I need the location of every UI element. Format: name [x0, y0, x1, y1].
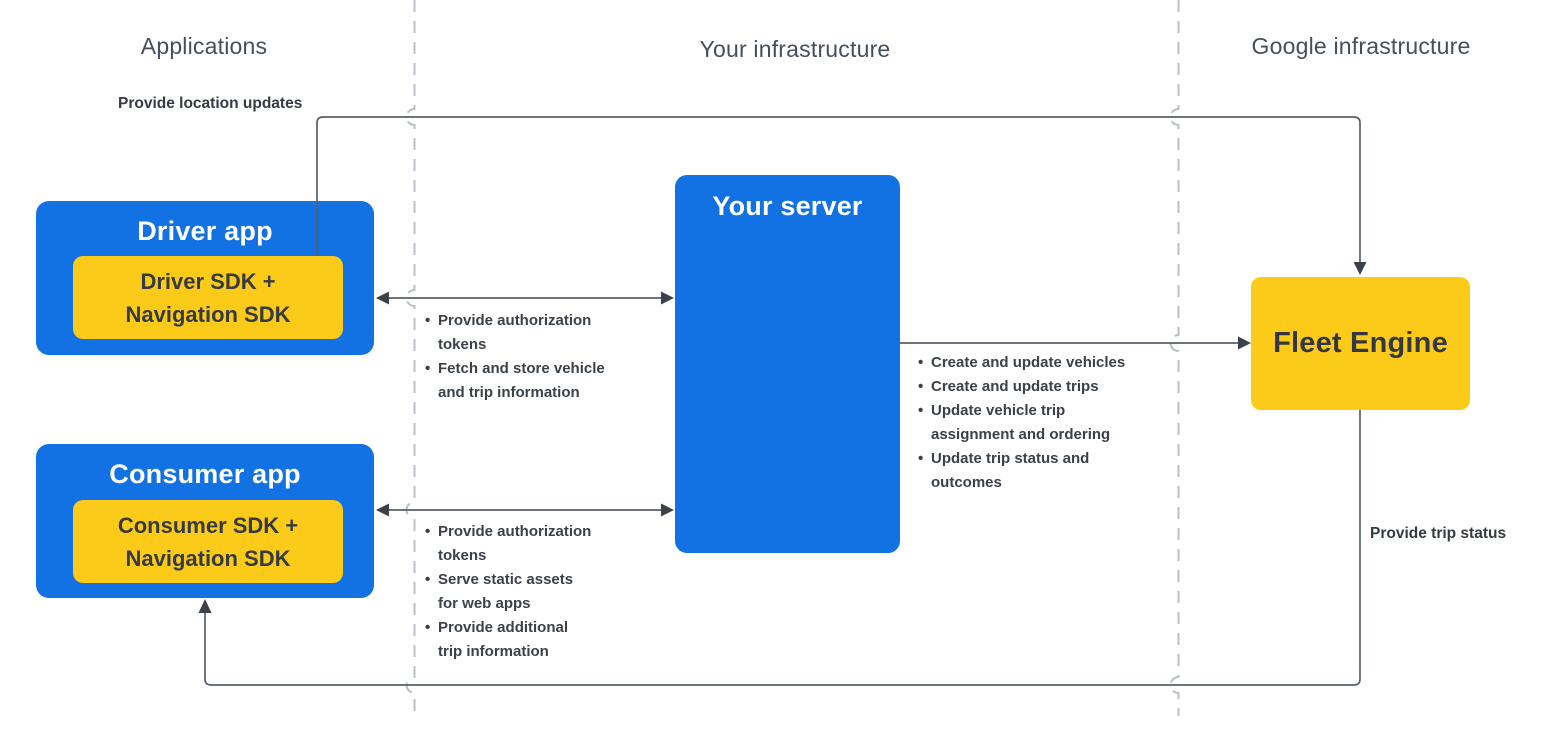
list-item: • Update trip status and outcomes: [918, 447, 1180, 495]
list-item: • Provide authorization tokens: [425, 309, 661, 357]
list-item: • Create and update trips: [918, 375, 1180, 399]
connector-consumer-server: [376, 503, 674, 517]
bullet-glyph: •: [918, 402, 924, 419]
bullet-glyph: •: [918, 378, 924, 395]
connector-server-fleet: [900, 336, 1251, 350]
fleet-engine-node: Fleet Engine: [1251, 277, 1470, 410]
server-fleet-notes: • Create and update vehicles • Create and u…: [918, 351, 1180, 495]
fleet-engine-title: Fleet Engine: [1273, 327, 1448, 359]
column-header-your-infrastructure: Your infrastructure: [699, 36, 891, 62]
bullet-glyph: •: [425, 619, 431, 636]
list-item-text: Update trip status and outcomes: [931, 450, 1090, 491]
list-item: • Serve static assets for web apps: [425, 568, 661, 616]
list-item-text: Create and update trips: [931, 378, 1099, 395]
bullet-glyph: •: [425, 360, 431, 377]
bullet-glyph: •: [425, 312, 431, 329]
bullet-glyph: •: [918, 450, 924, 467]
driver-app-node: Driver app Driver SDK + Navigation SDK: [36, 201, 374, 355]
bullet-glyph: •: [425, 523, 431, 540]
list-item-text: Fetch and store vehicle and trip informa…: [438, 360, 605, 401]
list-item-text: Serve static assets for web apps: [438, 571, 574, 612]
driver-app-title: Driver app: [137, 216, 273, 246]
list-item-text: Create and update vehicles: [931, 354, 1126, 371]
consumer-sdk-node: Consumer SDK + Navigation SDK: [73, 500, 343, 583]
list-item: • Fetch and store vehicle and trip inform…: [425, 357, 661, 405]
consumer-app-node: Consumer app Consumer SDK + Navigation S…: [36, 444, 374, 598]
consumer-server-notes: • Provide authorization tokens • Serve stat…: [425, 520, 661, 664]
your-server-node: Your server: [675, 175, 900, 553]
consumer-app-title: Consumer app: [109, 459, 301, 489]
list-item: • Provide authorization tokens: [425, 520, 661, 568]
column-header-google-infrastructure: Google infrastructure: [1251, 33, 1471, 59]
trip-status-label: Provide trip status: [1370, 525, 1507, 542]
list-item: • Provide additional trip information: [425, 616, 661, 664]
driver-server-notes: • Provide authorization tokens • Fetch and …: [425, 309, 661, 405]
location-updates-label: Provide location updates: [118, 95, 303, 112]
connector-driver-server: [376, 291, 674, 305]
bullet-glyph: •: [918, 354, 924, 371]
column-header-applications: Applications: [140, 33, 268, 59]
list-item-text: Provide authorization tokens: [438, 312, 592, 353]
list-item-text: Update vehicle trip assignment and order…: [931, 402, 1111, 443]
driver-sdk-node: Driver SDK + Navigation SDK: [73, 256, 343, 339]
divider-applications-infrastructure: [405, 0, 416, 716]
list-item-text: Provide authorization tokens: [438, 523, 592, 564]
list-item: • Update vehicle trip assignment and orde…: [918, 399, 1180, 447]
your-server-title: Your server: [712, 191, 863, 221]
list-item-text: Provide additional trip information: [438, 619, 569, 660]
list-item: • Create and update vehicles: [918, 351, 1180, 375]
bullet-glyph: •: [425, 571, 431, 588]
